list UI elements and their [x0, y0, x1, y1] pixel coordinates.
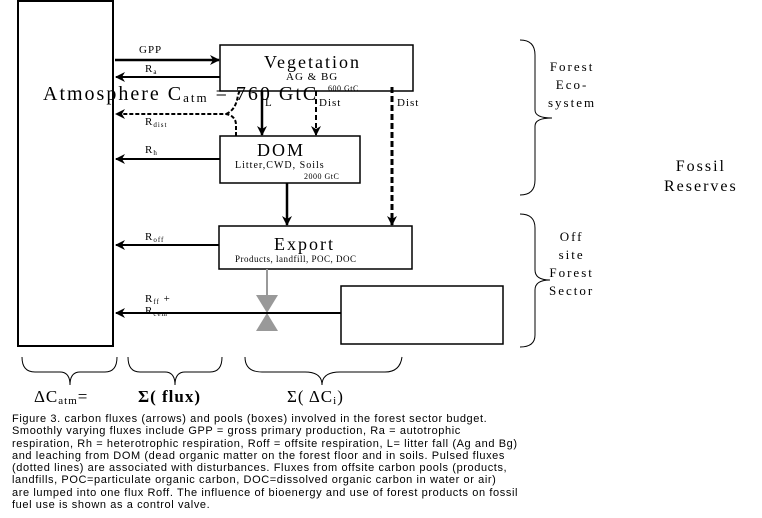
caption-line: fuel use is shown as a control valve. — [12, 499, 211, 512]
roff-main: R — [145, 231, 154, 243]
fossil-reserves-label: Fossil Reserves — [664, 157, 738, 197]
eq-rhs-close: ) — [337, 387, 344, 406]
dist-label-dom: Dist — [319, 97, 342, 109]
caption-line: Smoothly varying fluxes include GPP = gr… — [12, 425, 461, 438]
ra-main: R — [145, 63, 154, 75]
gpp-label: GPP — [139, 44, 163, 56]
figure-caption: Figure 3. carbon fluxes (arrows) and poo… — [12, 413, 752, 511]
dist-label-export: Dist — [397, 97, 420, 109]
rh-main: R — [145, 144, 154, 156]
ra-sub: a — [153, 68, 158, 76]
fossil-reserves-box — [340, 285, 504, 345]
brace-offsite-sector — [519, 213, 551, 348]
offsite-line3: Forest — [549, 265, 594, 280]
eq-lhs-eq: = — [77, 387, 89, 406]
export-box — [218, 225, 413, 270]
rcem-sub: cem — [153, 310, 169, 318]
offsite-line2: site — [558, 247, 585, 262]
litterfall-label: L — [265, 97, 273, 109]
atmosphere-label: Atmosphere Catm = 760 GtC — [43, 84, 318, 104]
atmosphere-box — [17, 0, 114, 347]
eq-lhs-main: ΔC — [34, 387, 59, 406]
fossil-line1: Fossil — [675, 158, 726, 175]
atmosphere-label-text: Atmosphere C — [43, 83, 184, 105]
fossil-line2: Reserves — [664, 178, 738, 195]
equation-middle: Σ( flux) — [138, 387, 202, 406]
forest-ecosystem-line2: Eco- — [555, 77, 589, 92]
brace-forest-ecosystem — [519, 39, 553, 196]
rdist-arrow — [115, 109, 237, 136]
rff-plus: + — [159, 293, 171, 305]
eq-rhs-main: Σ( ΔC — [287, 387, 334, 406]
dom-stock: 2000 GtC — [304, 172, 340, 181]
brace-sum-flux — [127, 356, 223, 386]
eq-rhs-sub: i — [333, 395, 338, 407]
vegetation-subtitle: AG & BG — [286, 71, 339, 83]
offsite-sector-label: Off site Forest Sector — [549, 228, 594, 300]
rcem-main: R — [145, 305, 154, 317]
brace-delta-catm — [21, 356, 118, 386]
roff-sub: off — [153, 236, 165, 244]
rdist-sub: dist — [153, 121, 168, 129]
rh-sub: h — [153, 149, 158, 157]
equation-rhs: Σ( ΔCi) — [287, 388, 344, 407]
caption-line: Figure 3. carbon fluxes (arrows) and poo… — [12, 413, 488, 425]
atmosphere-subscript: atm — [183, 90, 209, 105]
rdist-label: Rdist — [145, 117, 167, 129]
rff-main: R — [145, 293, 154, 305]
rff-label: Rff + — [145, 294, 171, 306]
caption-line: (dotted lines) are associated with distu… — [12, 462, 508, 475]
forest-ecosystem-line1: Forest — [549, 59, 595, 74]
caption-line: respiration, Rh = heterotrophic respirat… — [12, 437, 518, 450]
ra-label: Ra — [145, 64, 157, 76]
roff-label: Roff — [145, 232, 164, 244]
dom-title: DOM — [257, 140, 306, 160]
offsite-line4: Sector — [549, 283, 595, 298]
offsite-line1: Off — [559, 229, 584, 244]
equation-lhs: ΔCatm= — [34, 388, 88, 407]
caption-line: and leaching from DOM (dead organic matt… — [12, 449, 506, 462]
caption-line: are lumped into one flux Roff. The influ… — [12, 486, 519, 499]
rh-label: Rh — [145, 145, 158, 157]
control-valve-icon-lower — [256, 313, 278, 331]
rdist-main: R — [145, 116, 154, 128]
export-subtitle: Products, landfill, POC, DOC — [235, 254, 357, 264]
eq-lhs-sub: atm — [58, 395, 78, 407]
rdist-branch — [225, 89, 241, 115]
export-title: Export — [274, 234, 335, 254]
vegetation-stock: 600 GtC — [328, 84, 359, 93]
control-valve-icon — [256, 295, 278, 313]
brace-sum-delta-ci — [244, 356, 403, 386]
rcem-label: Rcem — [145, 306, 168, 318]
caption-line: landfills, POC=particulate organic carbo… — [12, 474, 497, 487]
rff-sub: ff — [153, 298, 160, 306]
vegetation-title: Vegetation — [264, 52, 361, 72]
atmosphere-value: = 760 GtC — [208, 83, 319, 105]
forest-ecosystem-label: Forest Eco- system — [548, 58, 596, 112]
forest-ecosystem-line3: system — [548, 95, 597, 110]
dom-subtitle: Litter,CWD, Soils — [235, 160, 325, 171]
